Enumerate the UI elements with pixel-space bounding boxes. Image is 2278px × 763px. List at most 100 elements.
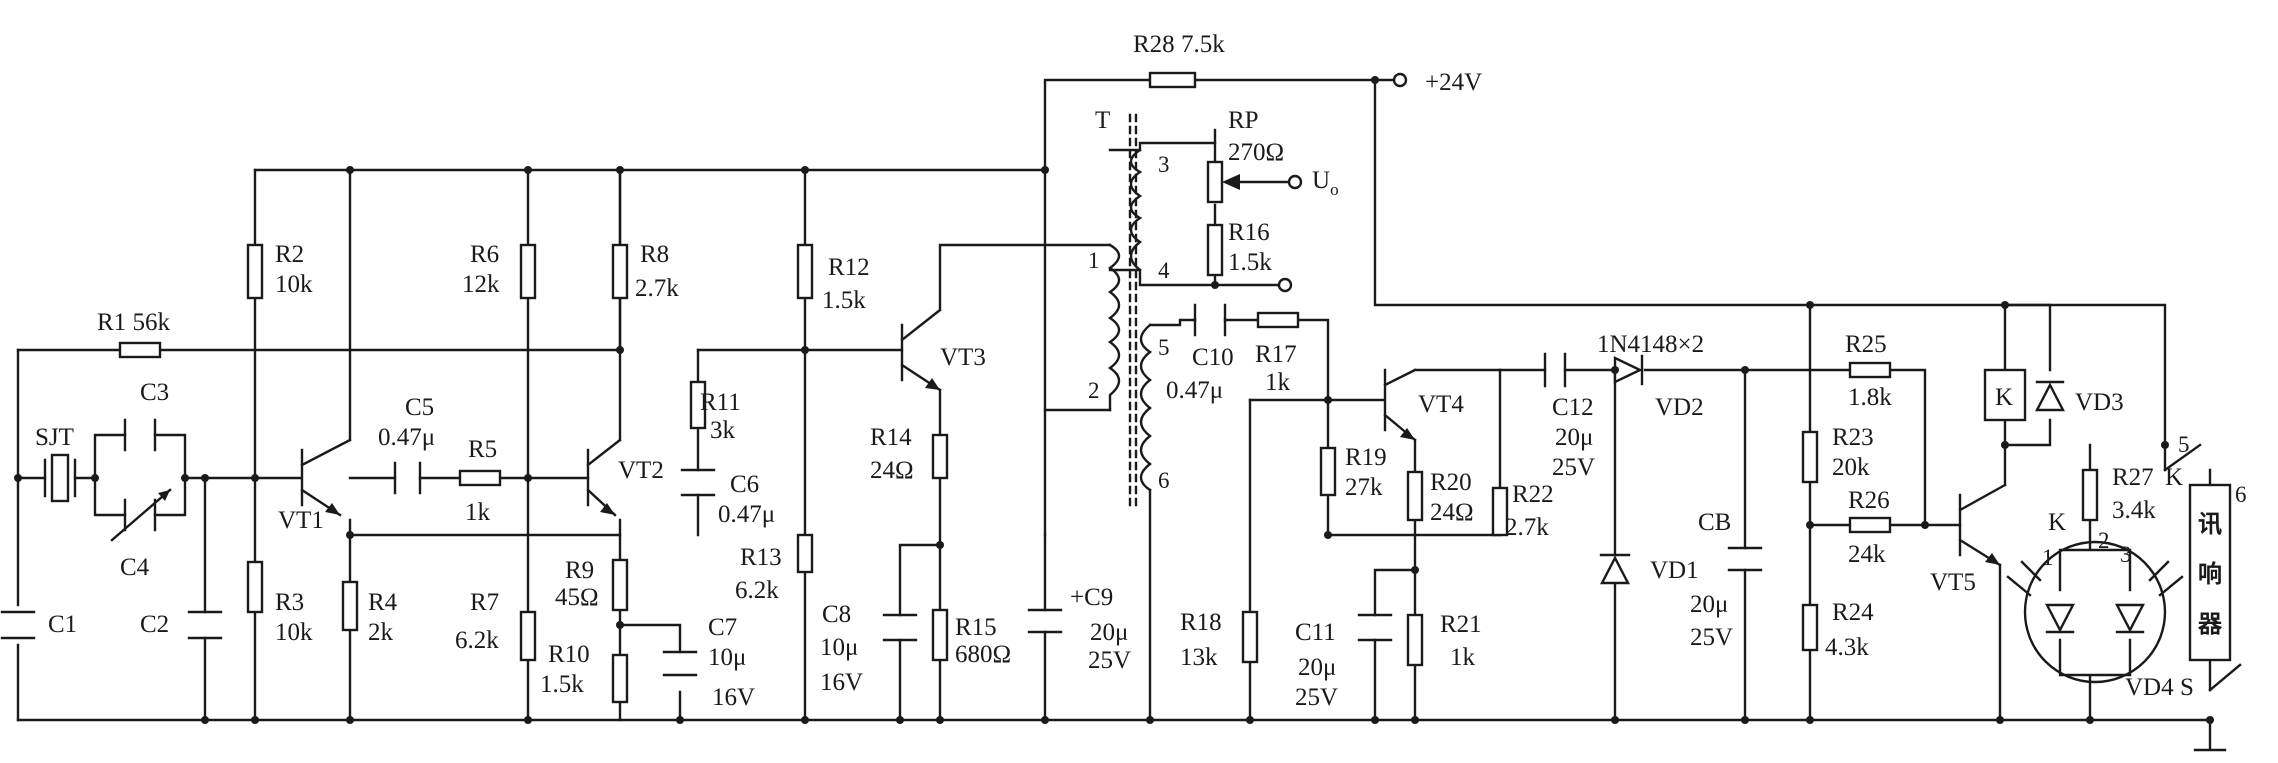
r23-value-label: 20k <box>1832 454 1870 481</box>
r20-value-label: 24Ω <box>1430 499 1474 526</box>
r15-value-label: 680Ω <box>955 641 1011 668</box>
c4-plates <box>110 488 172 542</box>
rp-value-label: 270Ω <box>1228 139 1284 166</box>
cb-voltage-label: 25V <box>1690 624 1733 651</box>
r23-name-label: R23 <box>1832 424 1874 451</box>
r18-name-label: R18 <box>1180 609 1222 636</box>
c4-label: C4 <box>120 554 150 581</box>
r12-body <box>796 243 814 300</box>
transformer-label: T <box>1095 107 1110 134</box>
r11-name-label: R11 <box>700 389 741 416</box>
r3-body <box>246 560 264 614</box>
r4-name-label: R4 <box>368 589 398 616</box>
vt4-label: VT4 <box>1418 391 1464 418</box>
relay-coil-box <box>1983 368 2027 422</box>
diode-chain-label: 1N4148×2 <box>1597 331 1704 358</box>
c11-name-label: C11 <box>1295 619 1336 646</box>
optocoupler-vd4 <box>2006 540 2184 684</box>
r6-name-label: R6 <box>470 241 499 268</box>
r1-label: R1 56k <box>97 309 170 336</box>
c9-voltage-label: 25V <box>1088 647 1131 674</box>
relay-contact-pin-6: 6 <box>2235 482 2247 507</box>
r7-value-label: 6.2k <box>455 627 499 654</box>
r24-name-label: R24 <box>1832 599 1874 626</box>
c1-label: C1 <box>48 611 77 638</box>
relay-contact-label: K <box>2165 464 2183 491</box>
c11-value-label: 20μ <box>1298 654 1336 681</box>
r25-value-label: 1.8k <box>1848 384 1892 411</box>
output-label: Uo <box>1312 167 1339 199</box>
c11-plates <box>1357 613 1393 642</box>
c8-name-label: C8 <box>822 601 851 628</box>
opto-k-label: K <box>2048 509 2066 536</box>
r6-body <box>519 243 537 300</box>
r24-value-label: 4.3k <box>1825 634 1869 661</box>
supply-label: +24V <box>1425 69 1482 96</box>
c10-name-label: C10 <box>1192 344 1234 371</box>
r27-body <box>2081 468 2099 522</box>
vd2-label: VD2 <box>1655 394 1704 421</box>
transformer-pin-5: 5 <box>1158 335 1170 360</box>
c1-plates <box>0 610 36 640</box>
r9-body <box>611 558 629 612</box>
c9-value-label: 20μ <box>1090 619 1128 646</box>
r11-body <box>689 380 707 430</box>
c10-value-label: 0.47μ <box>1166 377 1223 404</box>
c8-plates <box>882 613 918 642</box>
r13-name-label: R13 <box>740 544 782 571</box>
c11-voltage-label: 25V <box>1295 684 1338 711</box>
c7-value-label: 10μ <box>708 644 746 671</box>
r2-value-label: 10k <box>275 271 313 298</box>
r5-name-label: R5 <box>468 436 497 463</box>
r13-value-label: 6.2k <box>735 577 779 604</box>
c12-value-label: 20μ <box>1555 424 1593 451</box>
vt5-label: VT5 <box>1930 569 1976 596</box>
cb-value-label: 20μ <box>1690 591 1728 618</box>
vt2-emitter-arrow-icon <box>600 503 615 515</box>
r14-value-label: 24Ω <box>870 457 914 484</box>
r4-body <box>341 580 359 632</box>
vt3-label: VT3 <box>940 344 986 371</box>
junction-dots <box>14 76 2214 724</box>
vt1-emitter-arrow-icon <box>325 503 340 515</box>
r23-body <box>1801 430 1819 484</box>
r5-body <box>458 469 502 487</box>
r26-value-label: 24k <box>1848 541 1886 568</box>
crystal-sjt <box>43 453 77 503</box>
opto-label: VD4 <box>2125 674 2174 701</box>
vt3-emitter-arrow-icon <box>925 378 940 390</box>
r25-body <box>1848 361 1892 379</box>
c3-label: C3 <box>140 379 169 406</box>
r25-name-label: R25 <box>1845 331 1887 358</box>
r18-body <box>1241 610 1259 664</box>
vt4-emitter-arrow-icon <box>1400 428 1415 440</box>
c9-plates <box>1027 608 1063 634</box>
r17-value-label: 1k <box>1265 369 1291 396</box>
r1-body <box>118 341 162 359</box>
r19-body <box>1319 446 1337 497</box>
r16-name-label: R16 <box>1228 219 1270 246</box>
relay-contact-pin-5: 5 <box>2178 432 2190 457</box>
r10-body <box>611 653 629 704</box>
r2-name-label: R2 <box>275 241 304 268</box>
buzzer-char-3: 器 <box>2197 610 2223 638</box>
r12-name-label: R12 <box>828 254 870 281</box>
c12-plates <box>1543 352 1567 388</box>
r28-body <box>1148 71 1197 89</box>
relay-contact-switch <box>2163 443 2202 472</box>
vd3-label: VD3 <box>2075 389 2124 416</box>
r8-body <box>611 243 629 300</box>
vd1-symbol <box>1600 555 1630 585</box>
cb-plates <box>1727 546 1763 572</box>
r14-body <box>931 433 949 480</box>
transformer-t <box>1107 113 1153 512</box>
vd1-label: VD1 <box>1650 557 1699 584</box>
r21-value-label: 1k <box>1450 644 1476 671</box>
r21-body <box>1406 613 1424 667</box>
r18-value-label: 13k <box>1180 644 1218 671</box>
labels: R28 7.5k +24V T RP 270Ω Uo 3 4 1 2 5 6 R… <box>35 31 2247 711</box>
r19-value-label: 27k <box>1345 474 1383 501</box>
buzzer-box <box>2188 483 2232 662</box>
r22-name-label: R22 <box>1512 481 1554 508</box>
switch-label: S <box>2180 674 2194 701</box>
